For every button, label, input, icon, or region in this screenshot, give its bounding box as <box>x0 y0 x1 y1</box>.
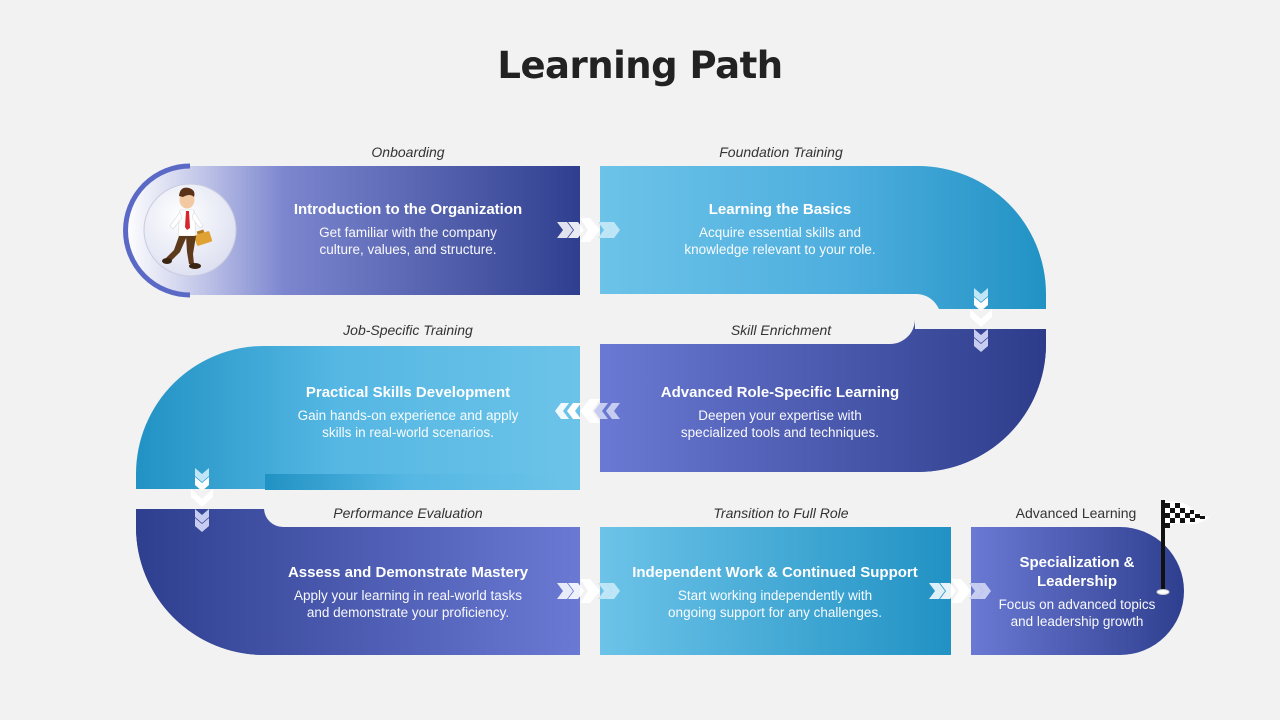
walking-businessman-icon <box>162 187 213 269</box>
stage-6-label: Transition to Full Role <box>713 505 849 521</box>
connector-1-2 <box>557 218 620 242</box>
stage-3-label: Skill Enrichment <box>730 322 832 338</box>
stage-4-label: Job-Specific Training <box>343 322 473 338</box>
stage-4-card: Practical Skills Development Gain hands-… <box>258 383 558 441</box>
connector-2-3 <box>970 288 992 352</box>
connector-5-6 <box>557 579 620 603</box>
stage-3-desc-line2: specialized tools and techniques. <box>680 425 880 440</box>
connector-3-4 <box>555 399 620 423</box>
stage-7-title-line2: Leadership <box>1036 573 1118 590</box>
stage-2-card: Learning the Basics Acquire essential sk… <box>630 200 930 258</box>
stage-4-desc-line1: Gain hands-on experience and apply <box>297 408 519 423</box>
checkered-flag-icon <box>1156 500 1210 595</box>
stage-7-title-line1: Specialization & <box>1019 554 1135 571</box>
page-title: Learning Path <box>497 44 783 87</box>
connector-4-5 <box>191 468 213 532</box>
stage-2-title: Learning the Basics <box>708 201 852 218</box>
stage-5-desc-line1: Apply your learning in real-world tasks <box>293 588 523 603</box>
stage-3-title: Advanced Role-Specific Learning <box>660 384 900 401</box>
stage-1-label: Onboarding <box>371 144 445 160</box>
stage-5-title: Assess and Demonstrate Mastery <box>287 564 529 581</box>
stage-4-desc-line2: skills in real-world scenarios. <box>322 425 494 440</box>
stage-7-label: Advanced Learning <box>1015 505 1137 521</box>
stage-6-desc-line1: Start working independently with <box>677 588 873 603</box>
stage-4-title: Practical Skills Development <box>305 384 511 401</box>
stage-6-shape <box>600 527 951 655</box>
stage-5-desc-line2: and demonstrate your proficiency. <box>306 605 510 620</box>
stage-7-desc-line1: Focus on advanced topics <box>998 597 1156 612</box>
stage-3-desc-line1: Deepen your expertise with <box>698 408 862 423</box>
stage-1-desc-line1: Get familiar with the company <box>319 225 497 240</box>
stage-6-card: Independent Work & Continued Support Sta… <box>615 563 935 621</box>
stage-7-desc-line2: and leadership growth <box>1010 614 1144 629</box>
stage-2-desc-line2: knowledge relevant to your role. <box>684 242 876 257</box>
stage-7-card: Specialization & Leadership Focus on adv… <box>982 553 1172 630</box>
stage-5-card: Assess and Demonstrate Mastery Apply you… <box>258 563 558 621</box>
stage-2-desc-line1: Acquire essential skills and <box>698 225 862 240</box>
stage-1-card: Introduction to the Organization Get fam… <box>258 200 558 258</box>
connector-6-7 <box>929 579 991 603</box>
stage-5-label: Performance Evaluation <box>333 505 483 521</box>
stage-1-shape <box>125 166 580 295</box>
stage-1-desc-line2: culture, values, and structure. <box>319 242 497 257</box>
stage-1-title: Introduction to the Organization <box>293 201 523 218</box>
stage-2-label: Foundation Training <box>719 144 843 160</box>
stage-3-card: Advanced Role-Specific Learning Deepen y… <box>630 383 930 441</box>
stage-2-shape <box>600 166 1046 309</box>
stage-6-title: Independent Work & Continued Support <box>632 564 918 581</box>
stage-7-shape <box>971 527 1184 655</box>
stage-6-desc-line2: ongoing support for any challenges. <box>668 605 882 620</box>
stage-4-shape <box>136 345 580 489</box>
